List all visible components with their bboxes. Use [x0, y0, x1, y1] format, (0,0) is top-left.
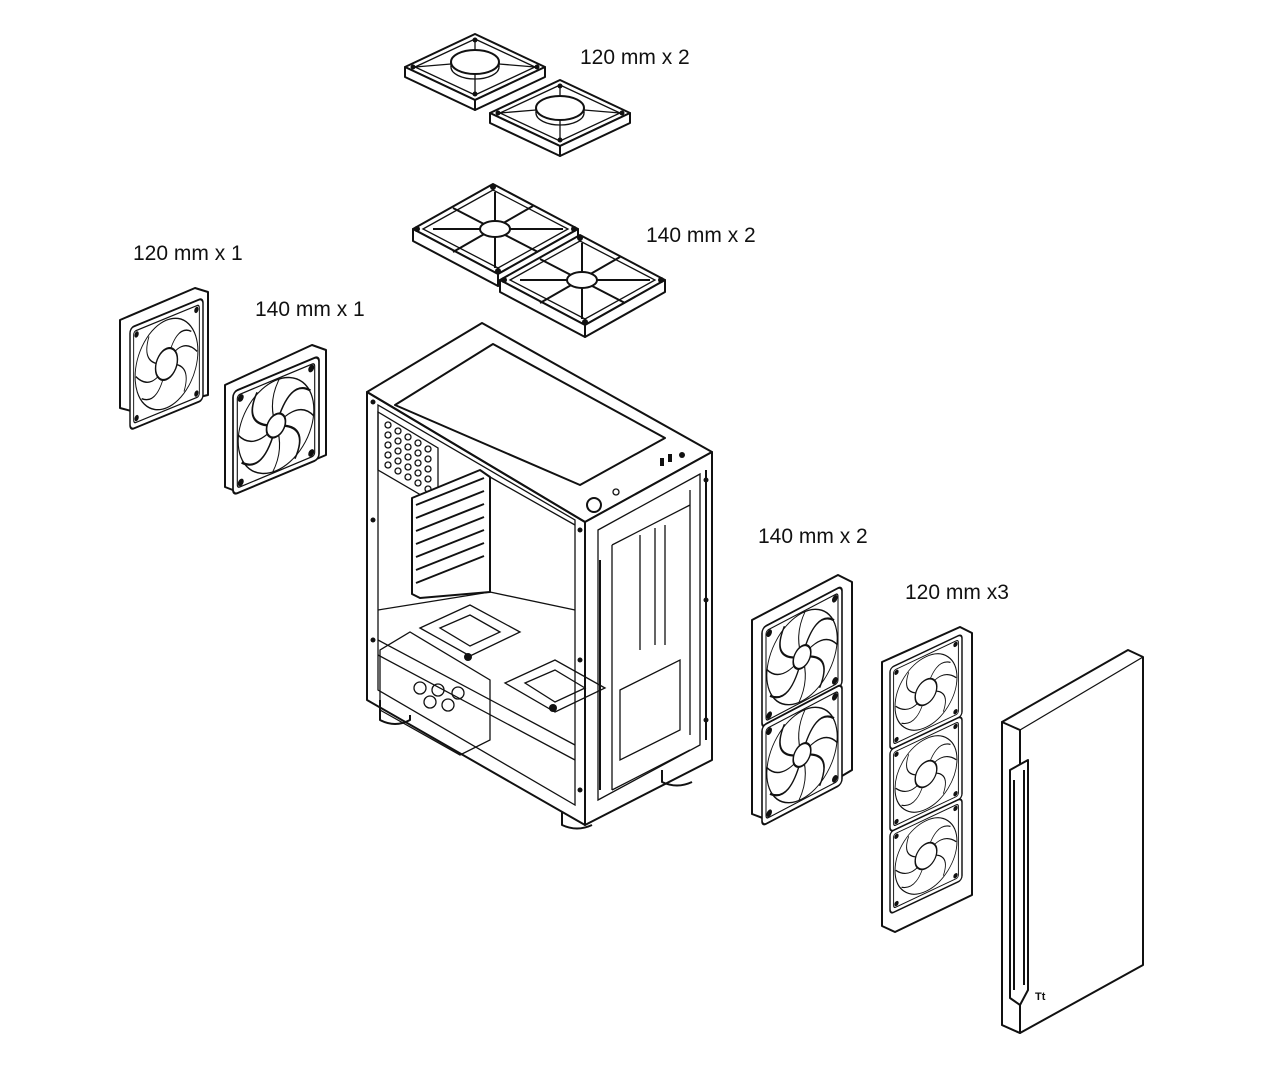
label-front-120mm: 120 mm x3	[905, 581, 1009, 604]
front-panel: Tt	[1001, 649, 1144, 1034]
drive-bracket-1	[418, 604, 522, 661]
rear-140mm-fan	[224, 344, 327, 497]
front-120mm-fans	[881, 626, 973, 933]
label-top-120mm: 120 mm x 2	[580, 46, 690, 69]
front-140mm-fans	[751, 574, 853, 828]
edge-screws	[370, 399, 709, 793]
pc-case-chassis	[366, 322, 713, 830]
label-rear-140mm: 140 mm x 1	[255, 298, 365, 321]
label-top-140mm: 140 mm x 2	[646, 224, 756, 247]
drive-bracket-2	[503, 659, 607, 713]
expansion-slots	[411, 469, 491, 599]
label-rear-120mm: 120 mm x 1	[133, 242, 243, 265]
label-front-140mm: 140 mm x 2	[758, 525, 868, 548]
rear-120mm-fan	[119, 287, 209, 432]
front-panel-logo: Tt	[1035, 991, 1046, 1003]
